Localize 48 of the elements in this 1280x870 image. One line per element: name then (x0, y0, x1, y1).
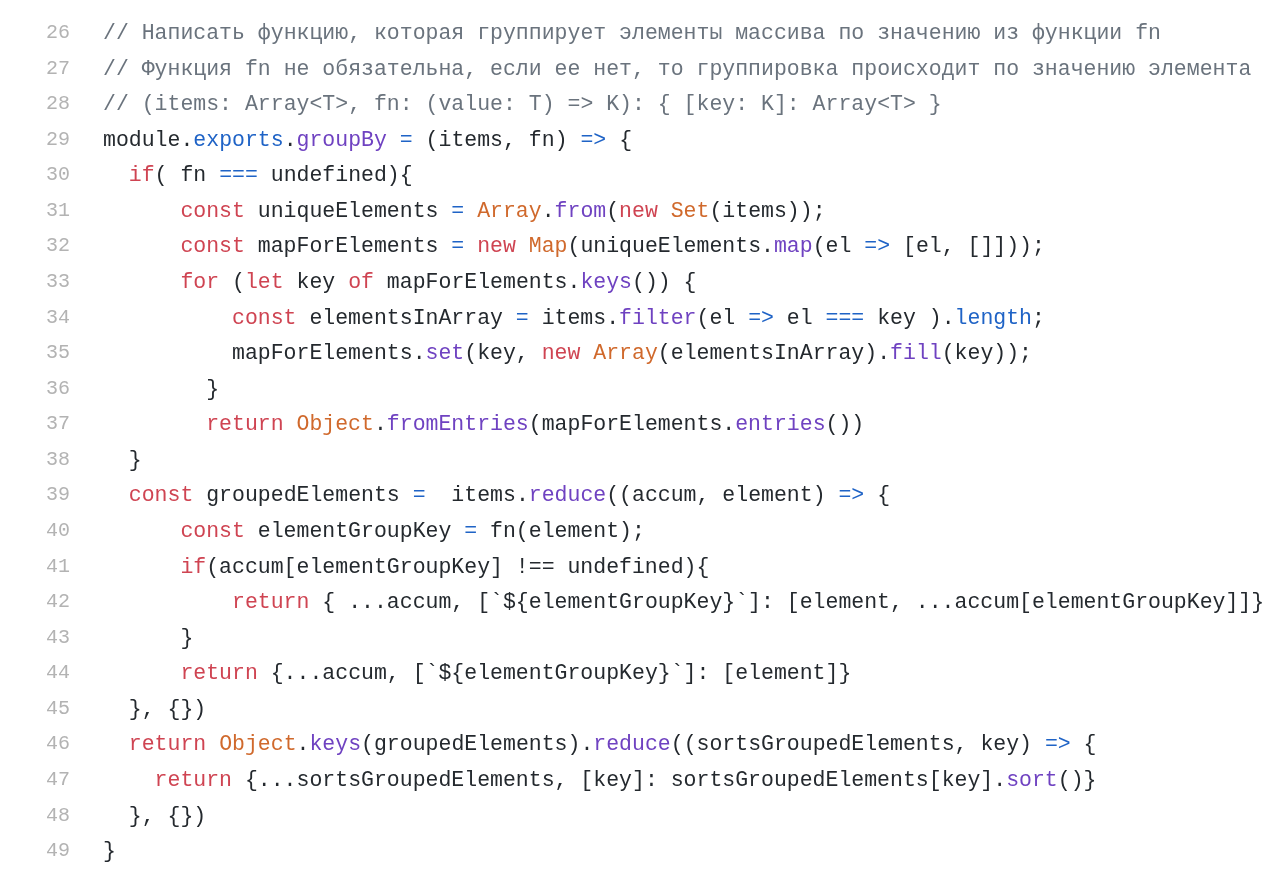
code-line: }, {}) (128, 695, 207, 723)
code-line: module.exports.groupBy = (items, fn) => { (103, 126, 633, 154)
code-line: const groupedElements = items.reduce((accum, element) => { (128, 482, 891, 510)
code-line: const elementGroupKey = fn(element); (180, 517, 645, 545)
line-number: 37 (46, 412, 70, 436)
line-number: 32 (46, 234, 70, 258)
code-line: if( fn === undefined){ (128, 162, 413, 190)
line-number: 42 (46, 590, 70, 614)
code-line: // Функция fn не обязательна, если ее нет, то группировка происходит по значению элемента (103, 55, 1252, 83)
code-line: } (180, 624, 194, 652)
code-line: if(accum[elementGroupKey] !== undefined){ (180, 553, 710, 581)
line-number: 29 (46, 127, 70, 151)
code-line: return { ...accum, [`${elementGroupKey}`]: [element, ...accum[elementGroupKey]]} (232, 589, 1265, 617)
line-number: 41 (46, 554, 70, 578)
line-number: 31 (46, 198, 70, 222)
line-number: 44 (46, 661, 70, 685)
line-number: 46 (46, 732, 70, 756)
line-number: 49 (46, 839, 70, 863)
line-number: 36 (46, 376, 70, 400)
code-line: } (206, 375, 220, 403)
code-line: const uniqueElements = Array.from(new Set(items)); (180, 197, 826, 225)
line-number: 40 (46, 518, 70, 542)
line-number: 38 (46, 447, 70, 471)
line-number: 26 (46, 21, 70, 44)
code-line: } (128, 446, 142, 474)
code-line: return Object.keys(groupedElements).reduce((sortsGroupedElements, key) => { (128, 731, 1097, 759)
line-number: 27 (46, 56, 70, 80)
code-line: return Object.fromEntries(mapForElements.entries()) (206, 411, 865, 439)
line-number: 28 (46, 92, 70, 116)
code-line: // (items: Array<T>, fn: (value: T) => K): { [key: K]: Array<T> } (103, 91, 942, 119)
code-line: }, {}) (128, 802, 207, 830)
code-line: // Написать функцию, которая группирует элементы массива по значению из функции fn (103, 20, 1161, 47)
code-line: mapForElements.set(key, new Array(elementsInArray).fill(key)); (232, 340, 1032, 368)
code-line: return {...sortsGroupedElements, [key]: sortsGroupedElements[key].sort()} (154, 766, 1097, 794)
line-number: 33 (46, 270, 70, 293)
line-number: 48 (46, 803, 70, 827)
line-number: 35 (46, 341, 70, 365)
line-number: 43 (46, 625, 70, 649)
line-number: 47 (46, 767, 70, 791)
line-number: 30 (46, 163, 70, 187)
code-line: const elementsInArray = items.filter(el => el === key ).length; (232, 304, 1045, 332)
code-line: return {...accum, [`${elementGroupKey}`]: [element]} (180, 660, 852, 688)
line-number: 34 (46, 305, 70, 329)
line-number: 39 (46, 483, 70, 507)
code-line: } (103, 838, 116, 866)
code-line: const mapForElements = new Map(uniqueElements.map(el => [el, []])); (180, 233, 1045, 261)
line-number: 45 (46, 696, 70, 720)
code-line: for (let key of mapForElements.keys()) { (180, 269, 697, 296)
